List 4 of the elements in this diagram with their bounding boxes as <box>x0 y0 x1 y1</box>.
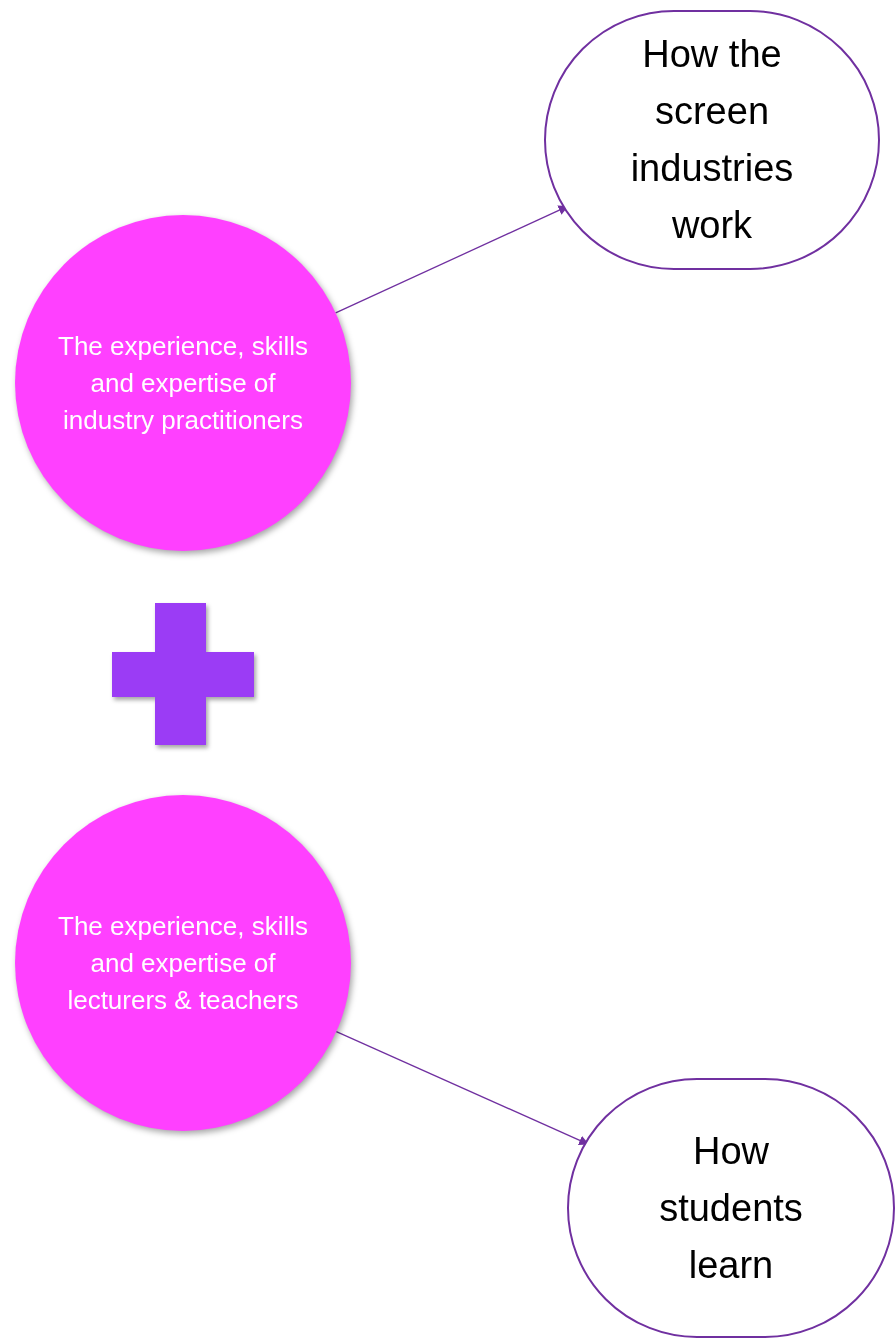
node-label: The experience, skills and expertise of lecturers & teachers <box>57 909 309 1017</box>
node-label: The experience, skills and expertise of industry practitioners <box>57 329 309 437</box>
node-label: How students learn <box>658 1128 804 1288</box>
node-label: How the screen industries work <box>629 32 795 248</box>
